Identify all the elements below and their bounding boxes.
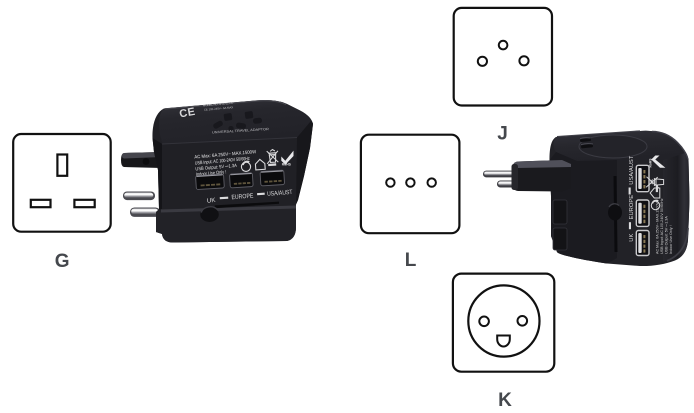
svg-text:UK: UK: [206, 197, 216, 205]
svg-text:USB Output: 5V ⎓1.3A: USB Output: 5V ⎓1.3A: [664, 216, 668, 254]
svg-text:EUROPE: EUROPE: [231, 193, 253, 202]
svg-text:USB Input: AC 100-240V 50/60Hz: USB Input: AC 100-240V 50/60Hz: [195, 156, 251, 166]
svg-text:RoHS: RoHS: [649, 158, 653, 168]
svg-text:UNIVERSAL TRAVEL ADAPTOR: UNIVERSAL TRAVEL ADAPTOR: [212, 127, 270, 135]
svg-text:CE 100-240V~ 6A MAX: CE 100-240V~ 6A MAX: [204, 105, 234, 112]
svg-text:AC Max: 6A 250V~ MAX.1500W: AC Max: 6A 250V~ MAX.1500W: [655, 200, 659, 254]
svg-text:MODEL NO: UTA-02 FC: MODEL NO: UTA-02 FC: [203, 101, 234, 108]
svg-text:UK: UK: [629, 234, 635, 242]
svg-text:G: G: [55, 251, 70, 272]
svg-text:USB Output: 5V ⎓1.3A: USB Output: 5V ⎓1.3A: [195, 163, 238, 172]
svg-text:Indoor Use Only !: Indoor Use Only !: [669, 225, 673, 254]
svg-text:J: J: [497, 124, 508, 145]
svg-text:EUROPE: EUROPE: [629, 195, 635, 220]
svg-text:Indoor Use Only !: Indoor Use Only !: [196, 169, 227, 177]
svg-text:USA/AUST: USA/AUST: [629, 155, 635, 184]
svg-text:CE: CE: [178, 106, 196, 121]
svg-text:AC Max: 6A 250V~ MAX.1500: AC Max: 6A 250V~ MAX.1500W: [194, 149, 257, 159]
svg-text:RoHS: RoHS: [282, 163, 292, 167]
svg-text:L: L: [405, 250, 417, 271]
svg-text:USA/AUST: USA/AUST: [267, 189, 293, 198]
svg-text:USB Input: AC 100-240V 50/60Hz: USB Input: AC 100-240V 50/60Hz: [660, 198, 664, 254]
svg-text:K: K: [498, 390, 512, 411]
